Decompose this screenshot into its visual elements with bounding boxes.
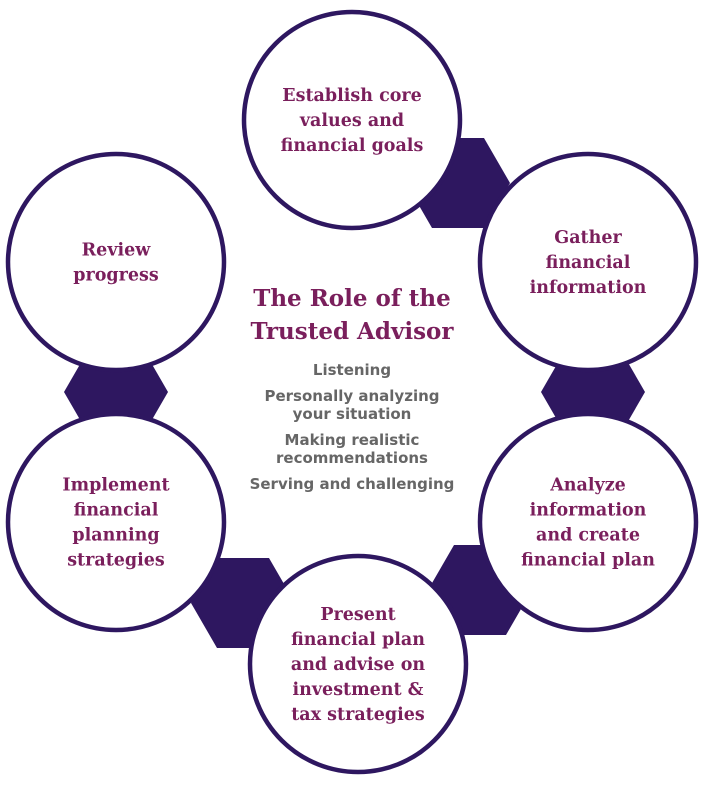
step-present-plan: Present financial plan and advise on invest… [247,553,469,775]
step-circle [477,411,699,633]
step-label-line: Analyze [549,476,626,496]
center-list-item-line: Listening [313,361,391,379]
step-label-line: financial plan [291,630,425,650]
step-label-line: and advise on [291,655,426,675]
step-circle [5,411,227,633]
step-circle [5,151,227,373]
connector-hexagon-5 [64,347,168,437]
step-establish-goals: Establish core values and financial goals [241,9,463,231]
step-label-line: Gather [554,228,622,248]
step-review-progress: Review progress [5,151,227,373]
step-gather-info: Gather financial information [477,151,699,373]
step-implement-strategies: Implement financial planning strategies [5,411,227,633]
center-list-item-line: Serving and challenging [250,475,455,493]
step-label-line: information [530,501,647,521]
center-list-item-line: your situation [293,405,412,423]
step-label-line: financial plan [521,551,655,571]
step-circle-layer: Establish core values and financial goalsG… [5,9,699,775]
step-label-line: progress [73,266,159,286]
step-label-line: financial goals [281,136,424,156]
step-label-line: financial [546,253,631,273]
step-label-line: investment & [293,680,424,700]
step-label-line: strategies [67,551,165,571]
step-circle [477,151,699,373]
step-label-line: tax strategies [291,705,425,725]
center-title-line: The Role of the [253,285,451,312]
step-circle [247,553,469,775]
step-label-line: Establish core [282,86,422,106]
step-label-line: Review [82,241,152,261]
step-circle [241,9,463,231]
center-list-item-line: Making realistic [285,431,420,449]
step-label-line: planning [72,526,159,546]
step-label-line: and create [536,526,640,546]
center-title-line: Trusted Advisor [250,318,454,345]
step-label-line: values and [299,111,404,131]
step-label-line: Implement [62,476,169,496]
step-label-line: information [530,278,647,298]
step-label-line: Present [320,605,395,625]
step-label-line: financial [74,501,159,521]
center-list-item-line: recommendations [276,449,428,467]
center-list-item-line: Personally analyzing [264,387,439,405]
step-analyze-info: Analyze information and create financial pl… [477,411,699,633]
